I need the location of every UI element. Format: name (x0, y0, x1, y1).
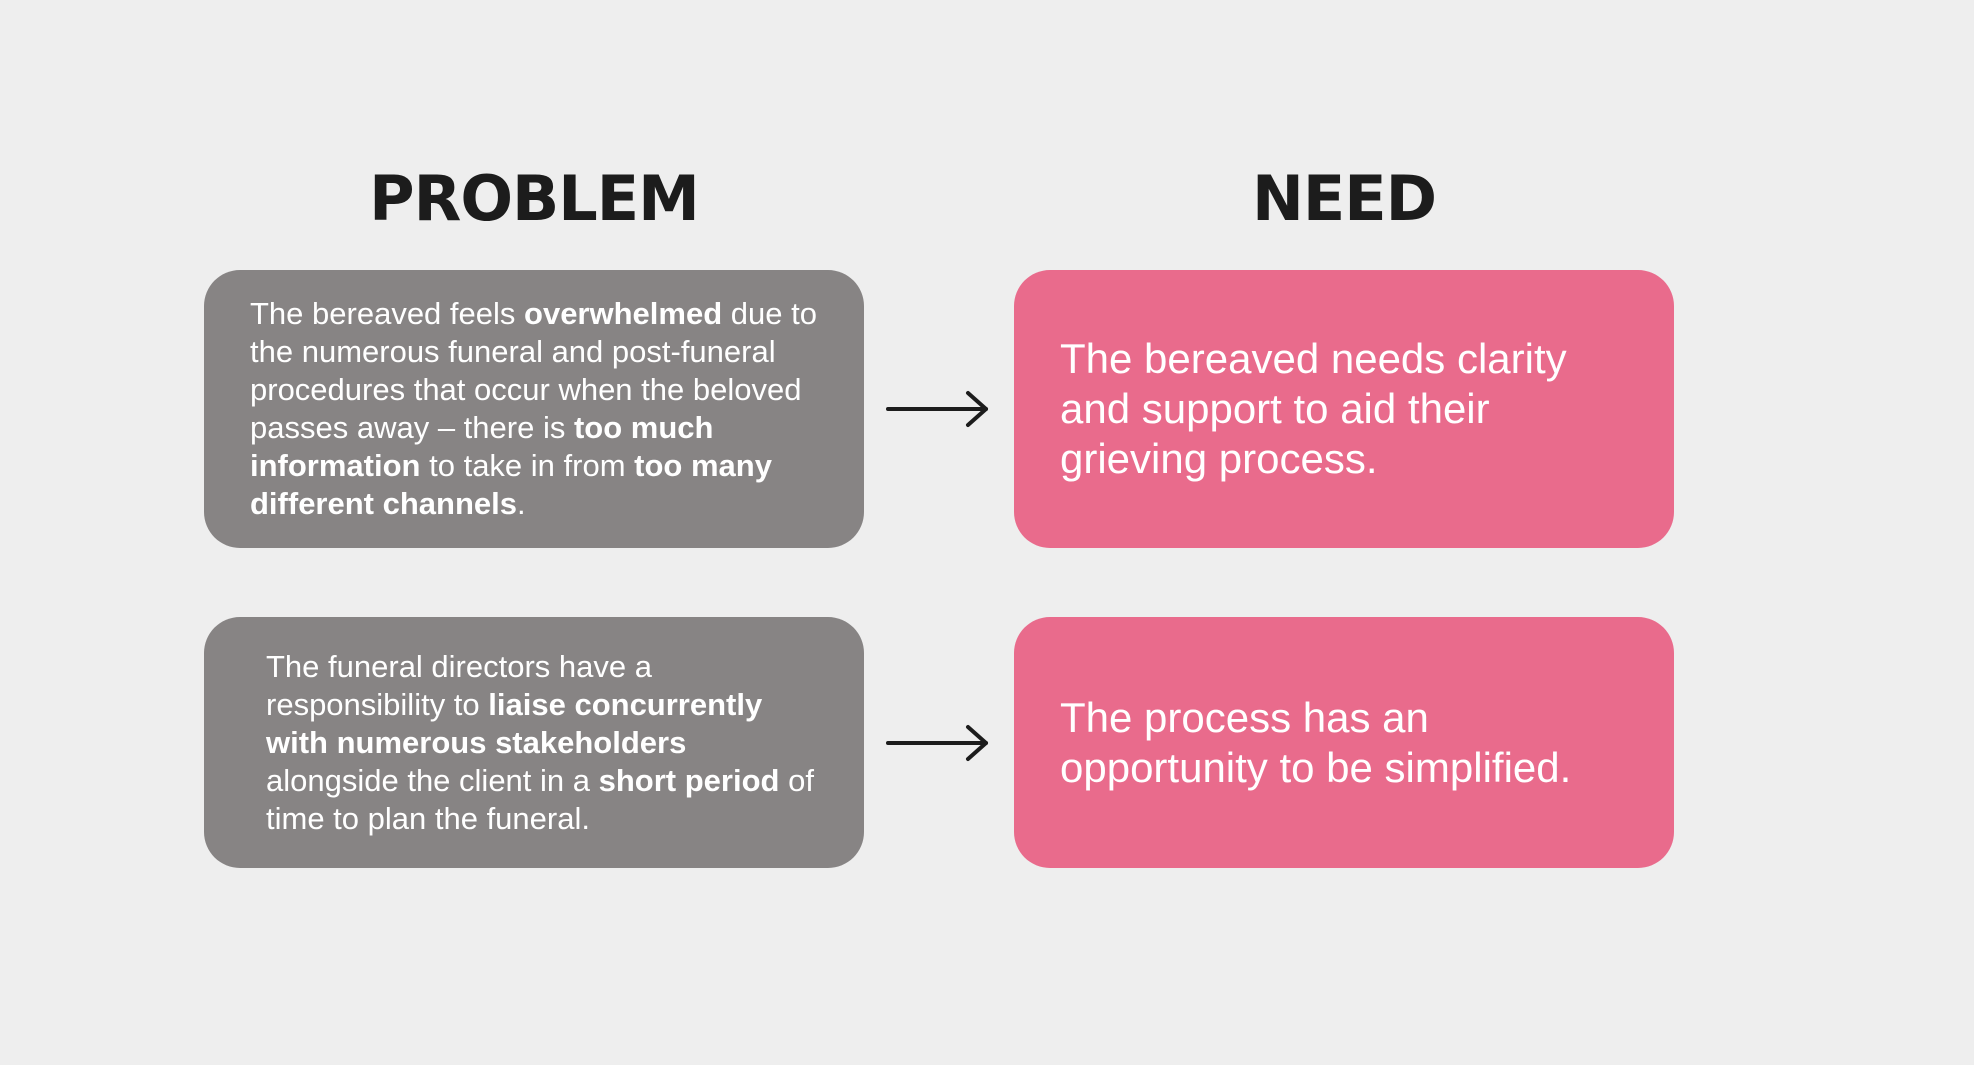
need-text-1: The bereaved needs clarity and support t… (1060, 335, 1567, 482)
problem-text-2: The funeral directors have a responsibil… (266, 648, 822, 838)
problem-text-1: The bereaved feels overwhelmed due to th… (250, 295, 822, 523)
right-arrow-icon (886, 391, 988, 427)
body-text: The bereaved feels (250, 296, 525, 331)
problem-box-2: The funeral directors have a responsibil… (204, 617, 864, 868)
body-text: to take in from (420, 448, 635, 483)
need-heading: NEED (1251, 162, 1437, 235)
problem-heading: PROBLEM (369, 162, 700, 235)
emphasis-text: liaise concurrently with numerous stakeh… (266, 686, 763, 760)
emphasis-text: short period (598, 762, 780, 798)
problem-box-1: The bereaved feels overwhelmed due to th… (204, 270, 864, 548)
emphasis-text: too many different channels (250, 448, 772, 521)
body-text: due to the numerous funeral and post-fun… (250, 296, 817, 445)
emphasis-text: overwhelmed (524, 296, 723, 331)
need-text-2: The process has an opportunity to be sim… (1060, 693, 1572, 791)
right-arrow-icon (886, 725, 988, 761)
body-text: alongside the client in a (266, 762, 599, 798)
need-box-2: The process has an opportunity to be sim… (1014, 617, 1674, 868)
emphasis-text: too much information (250, 410, 714, 483)
body-text: The funeral directors have a responsibil… (266, 648, 652, 722)
body-text: of time to plan the funeral. (266, 762, 814, 836)
body-text: . (517, 486, 526, 521)
need-box-1: The bereaved needs clarity and support t… (1014, 270, 1674, 548)
